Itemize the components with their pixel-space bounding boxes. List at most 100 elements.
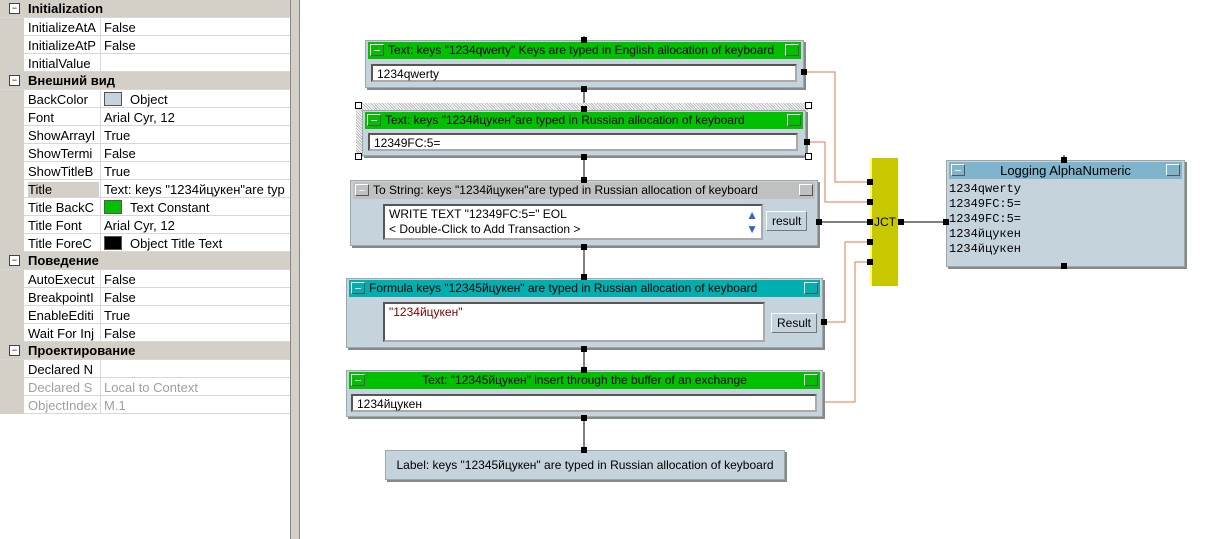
property-value[interactable]: Arial Cyr, 12 xyxy=(100,216,290,234)
section-header[interactable]: −Поведение xyxy=(0,252,290,270)
collapse-icon[interactable]: − xyxy=(9,75,20,86)
section-header[interactable]: −Проектирование xyxy=(0,342,290,360)
pin-terminal[interactable] xyxy=(581,106,587,112)
property-value[interactable] xyxy=(100,54,290,72)
result-output-terminal[interactable]: result xyxy=(766,211,808,231)
pin-terminal[interactable] xyxy=(867,199,873,205)
maximize-icon[interactable] xyxy=(804,374,818,386)
resize-handle[interactable] xyxy=(355,102,362,109)
pin-terminal[interactable] xyxy=(801,69,807,75)
property-row[interactable]: Declared N xyxy=(0,360,290,378)
collapse-icon[interactable]: − xyxy=(9,3,20,14)
pin-terminal[interactable] xyxy=(1061,157,1067,163)
minimize-icon[interactable] xyxy=(367,114,381,126)
scroll-down-icon[interactable]: ▼ xyxy=(746,222,758,236)
pin-terminal[interactable] xyxy=(804,139,810,145)
minimize-icon[interactable] xyxy=(370,44,384,56)
section-header[interactable]: −Внешний вид xyxy=(0,72,290,90)
property-value[interactable]: Text: keys "1234йцукен"are typ xyxy=(100,180,290,198)
title-bar[interactable]: Text: "12345йцукен" insert through the b… xyxy=(349,372,820,389)
pin-terminal[interactable] xyxy=(581,274,587,280)
text-value-field[interactable]: 12349FC:5= xyxy=(368,133,798,151)
scroll-up-icon[interactable]: ▲ xyxy=(746,208,758,222)
title-bar[interactable]: Logging AlphaNumeric xyxy=(949,162,1182,179)
text-value-field[interactable]: 1234йцукен xyxy=(351,394,817,412)
title-bar[interactable]: To String: keys "1234йцукен"are typed in… xyxy=(353,182,815,199)
pin-terminal[interactable] xyxy=(581,244,587,250)
maximize-icon[interactable] xyxy=(787,114,801,126)
minimize-icon[interactable] xyxy=(351,374,365,386)
add-transaction-hint[interactable]: < Double-Click to Add Transaction > xyxy=(389,222,581,236)
title-bar[interactable]: Text: keys "1234qwerty" Keys are typed i… xyxy=(368,42,801,59)
property-value[interactable]: True xyxy=(100,162,290,180)
property-value[interactable]: False xyxy=(100,18,290,36)
property-value[interactable]: True xyxy=(100,306,290,324)
property-row[interactable]: InitialValue xyxy=(0,54,290,72)
formula-expression[interactable]: "1234йцукен" xyxy=(383,302,765,342)
text-constant-english[interactable]: Text: keys "1234qwerty" Keys are typed i… xyxy=(365,40,804,88)
text-constant-russian[interactable]: Text: keys "1234йцукен"are typed in Russ… xyxy=(362,110,806,156)
pin-terminal[interactable] xyxy=(581,447,587,453)
maximize-icon[interactable] xyxy=(1166,164,1180,176)
result-output-terminal[interactable]: Result xyxy=(771,313,818,333)
pin-terminal[interactable] xyxy=(821,319,827,325)
property-value[interactable]: False xyxy=(100,36,290,54)
minimize-icon[interactable] xyxy=(355,184,369,196)
pin-terminal[interactable] xyxy=(1061,263,1067,269)
property-value[interactable]: Local to Context xyxy=(100,378,290,396)
pin-terminal[interactable] xyxy=(867,239,873,245)
pin-terminal[interactable] xyxy=(943,219,949,225)
property-value[interactable]: False xyxy=(100,270,290,288)
property-value[interactable]: Object xyxy=(100,90,290,108)
pin-terminal[interactable] xyxy=(581,37,587,43)
to-string-object[interactable]: To String: keys "1234йцукен"are typed in… xyxy=(350,180,818,246)
transaction-line[interactable]: WRITE TEXT "12349FC:5=" EOL xyxy=(389,207,567,221)
panel-splitter[interactable] xyxy=(290,0,300,539)
formula-object[interactable]: Formula keys "12345йцукен" are typed in … xyxy=(346,278,823,348)
pin-terminal[interactable] xyxy=(867,259,873,265)
text-constant-buffer[interactable]: Text: "12345йцукен" insert through the b… xyxy=(346,370,823,417)
pin-terminal[interactable] xyxy=(816,219,822,225)
property-value[interactable]: True xyxy=(100,126,290,144)
pin-terminal[interactable] xyxy=(898,219,904,225)
pin-terminal[interactable] xyxy=(867,219,873,225)
transaction-list[interactable]: WRITE TEXT "12349FC:5=" EOL < Double-Cli… xyxy=(383,204,763,240)
resize-handle[interactable] xyxy=(805,153,812,160)
property-value[interactable]: False xyxy=(100,144,290,162)
title-bar[interactable]: Formula keys "12345йцукен" are typed in … xyxy=(349,280,820,297)
pin-terminal[interactable] xyxy=(581,367,587,373)
collapse-icon[interactable]: − xyxy=(9,345,20,356)
junction-object[interactable]: JCT xyxy=(870,158,898,286)
minimize-icon[interactable] xyxy=(351,282,365,294)
maximize-icon[interactable] xyxy=(799,184,813,196)
property-value[interactable]: False xyxy=(100,324,290,342)
resize-handle[interactable] xyxy=(805,102,812,109)
property-value[interactable]: False xyxy=(100,288,290,306)
pin-terminal[interactable] xyxy=(867,179,873,185)
pin-terminal[interactable] xyxy=(581,346,587,352)
text-value-field[interactable]: 1234qwerty xyxy=(371,64,797,82)
property-value[interactable]: Text Constant xyxy=(100,198,290,216)
pin-terminal[interactable] xyxy=(581,415,587,421)
collapse-icon[interactable]: − xyxy=(9,255,20,266)
resize-handle[interactable] xyxy=(355,153,362,160)
title-bar[interactable]: Text: keys "1234йцукен"are typed in Russ… xyxy=(365,112,803,129)
pin-terminal[interactable] xyxy=(581,86,587,92)
